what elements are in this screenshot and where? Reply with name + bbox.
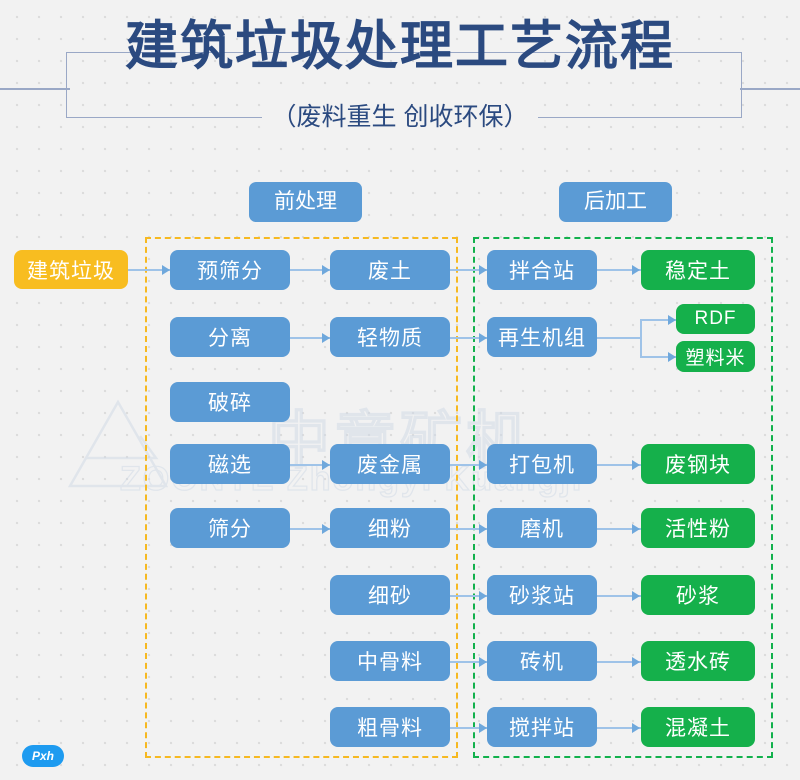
arrowhead-finepowder-to-grinder — [479, 524, 487, 534]
arrowhead-screening-to-finepowder — [322, 524, 330, 534]
edge-mixingstation-to-stabilizedsoil — [597, 269, 641, 271]
node-plastic-pellet[interactable]: 塑料米 — [676, 341, 755, 372]
node-medium-aggregate[interactable]: 中骨料 — [330, 641, 450, 681]
edge-finesand-to-mortarstation — [450, 595, 488, 597]
node-recycling-unit[interactable]: 再生机组 — [487, 317, 597, 357]
edge-recycleunit-to-plasticpellet — [640, 356, 676, 358]
node-prescreen[interactable]: 预筛分 — [170, 250, 290, 290]
arrowhead-recycleunit-to-rdf — [668, 315, 676, 325]
node-grinder[interactable]: 磨机 — [487, 508, 597, 548]
arrowhead-mortarstation-to-mortar — [632, 591, 640, 601]
node-mortar-station[interactable]: 砂浆站 — [487, 575, 597, 615]
arrowhead-grinder-to-activepowder — [632, 524, 640, 534]
edge-mediumaggregate-to-brickmachine — [450, 661, 488, 663]
arrowhead-wastesoil-to-mixingstation — [479, 265, 487, 275]
node-input-construction-waste[interactable]: 建筑垃圾 — [14, 250, 128, 289]
arrowhead-magnetic-to-wastemetal — [322, 460, 330, 470]
page-header: 建筑垃圾处理工艺流程 （废料重生 创收环保） — [0, 0, 800, 160]
node-coarse-aggregate[interactable]: 粗骨料 — [330, 707, 450, 747]
edge-lightmatter-to-recycleunit — [450, 337, 488, 339]
node-magnetic-separation[interactable]: 磁选 — [170, 444, 290, 484]
node-waste-soil[interactable]: 废土 — [330, 250, 450, 290]
edge-wastesoil-to-mixingstation — [450, 269, 488, 271]
edge-baler-to-scrapsteel — [597, 464, 641, 466]
section-tag-pretreatment: 前处理 — [249, 182, 362, 222]
node-stabilized-soil[interactable]: 稳定土 — [641, 250, 755, 290]
arrowhead-mixingstation-to-stabilizedsoil — [632, 265, 640, 275]
arrowhead-coarseaggregate-to-concretestation — [479, 723, 487, 733]
edge-finepowder-to-grinder — [450, 528, 488, 530]
node-rdf[interactable]: RDF — [676, 304, 755, 334]
page-subtitle-text: （废料重生 创收环保） — [261, 103, 539, 131]
node-brick-machine[interactable]: 砖机 — [487, 641, 597, 681]
arrowhead-mediumaggregate-to-brickmachine — [479, 657, 487, 667]
edge-mortarstation-to-mortar — [597, 595, 641, 597]
page-title: 建筑垃圾处理工艺流程 — [125, 17, 675, 76]
edge-recycleunit-branch-vertical — [640, 319, 642, 357]
edge-recycleunit-to-rdf — [640, 319, 676, 321]
arrowhead-lightmatter-to-recycleunit — [479, 333, 487, 343]
arrowhead-wastemetal-to-baler — [479, 460, 487, 470]
node-mixing-station[interactable]: 拌合站 — [487, 250, 597, 290]
node-concrete[interactable]: 混凝土 — [641, 707, 755, 747]
node-light-matter[interactable]: 轻物质 — [330, 317, 450, 357]
section-tag-postprocessing: 后加工 — [559, 182, 672, 222]
arrowhead-concretestation-to-concrete — [632, 723, 640, 733]
node-fine-powder[interactable]: 细粉 — [330, 508, 450, 548]
site-logo-badge: Pxh — [22, 745, 64, 767]
node-screening[interactable]: 筛分 — [170, 508, 290, 548]
edge-input-to-prescreen — [128, 269, 170, 271]
header-rule-right — [740, 88, 800, 90]
arrowhead-prescreen-to-wastesoil — [322, 265, 330, 275]
arrowhead-brickmachine-to-permeablebrick — [632, 657, 640, 667]
node-crushing[interactable]: 破碎 — [170, 382, 290, 422]
node-separate[interactable]: 分离 — [170, 317, 290, 357]
edge-recycleunit-trunk — [597, 337, 641, 339]
edge-separate-to-lightmatter — [290, 337, 332, 339]
edge-screening-to-finepowder — [290, 528, 332, 530]
edge-wastemetal-to-baler — [450, 464, 488, 466]
arrowhead-input-to-prescreen — [162, 265, 170, 275]
node-scrap-steel[interactable]: 废钢块 — [641, 444, 755, 484]
edge-grinder-to-activepowder — [597, 528, 641, 530]
arrowhead-separate-to-lightmatter — [322, 333, 330, 343]
arrowhead-recycleunit-to-plasticpellet — [668, 352, 676, 362]
node-concrete-station[interactable]: 搅拌站 — [487, 707, 597, 747]
edge-coarseaggregate-to-concretestation — [450, 727, 488, 729]
node-waste-metal[interactable]: 废金属 — [330, 444, 450, 484]
node-permeable-brick[interactable]: 透水砖 — [641, 641, 755, 681]
node-baler[interactable]: 打包机 — [487, 444, 597, 484]
node-fine-sand[interactable]: 细砂 — [330, 575, 450, 615]
page-subtitle: （废料重生 创收环保） — [0, 97, 800, 133]
arrowhead-baler-to-scrapsteel — [632, 460, 640, 470]
group-pretreatment — [145, 237, 458, 758]
edge-brickmachine-to-permeablebrick — [597, 661, 641, 663]
edge-prescreen-to-wastesoil — [290, 269, 332, 271]
edge-magnetic-to-wastemetal — [290, 464, 332, 466]
node-mortar[interactable]: 砂浆 — [641, 575, 755, 615]
header-rule-left — [0, 88, 70, 90]
edge-concretestation-to-concrete — [597, 727, 641, 729]
node-active-powder[interactable]: 活性粉 — [641, 508, 755, 548]
arrowhead-finesand-to-mortarstation — [479, 591, 487, 601]
group-postprocessing — [473, 237, 773, 758]
